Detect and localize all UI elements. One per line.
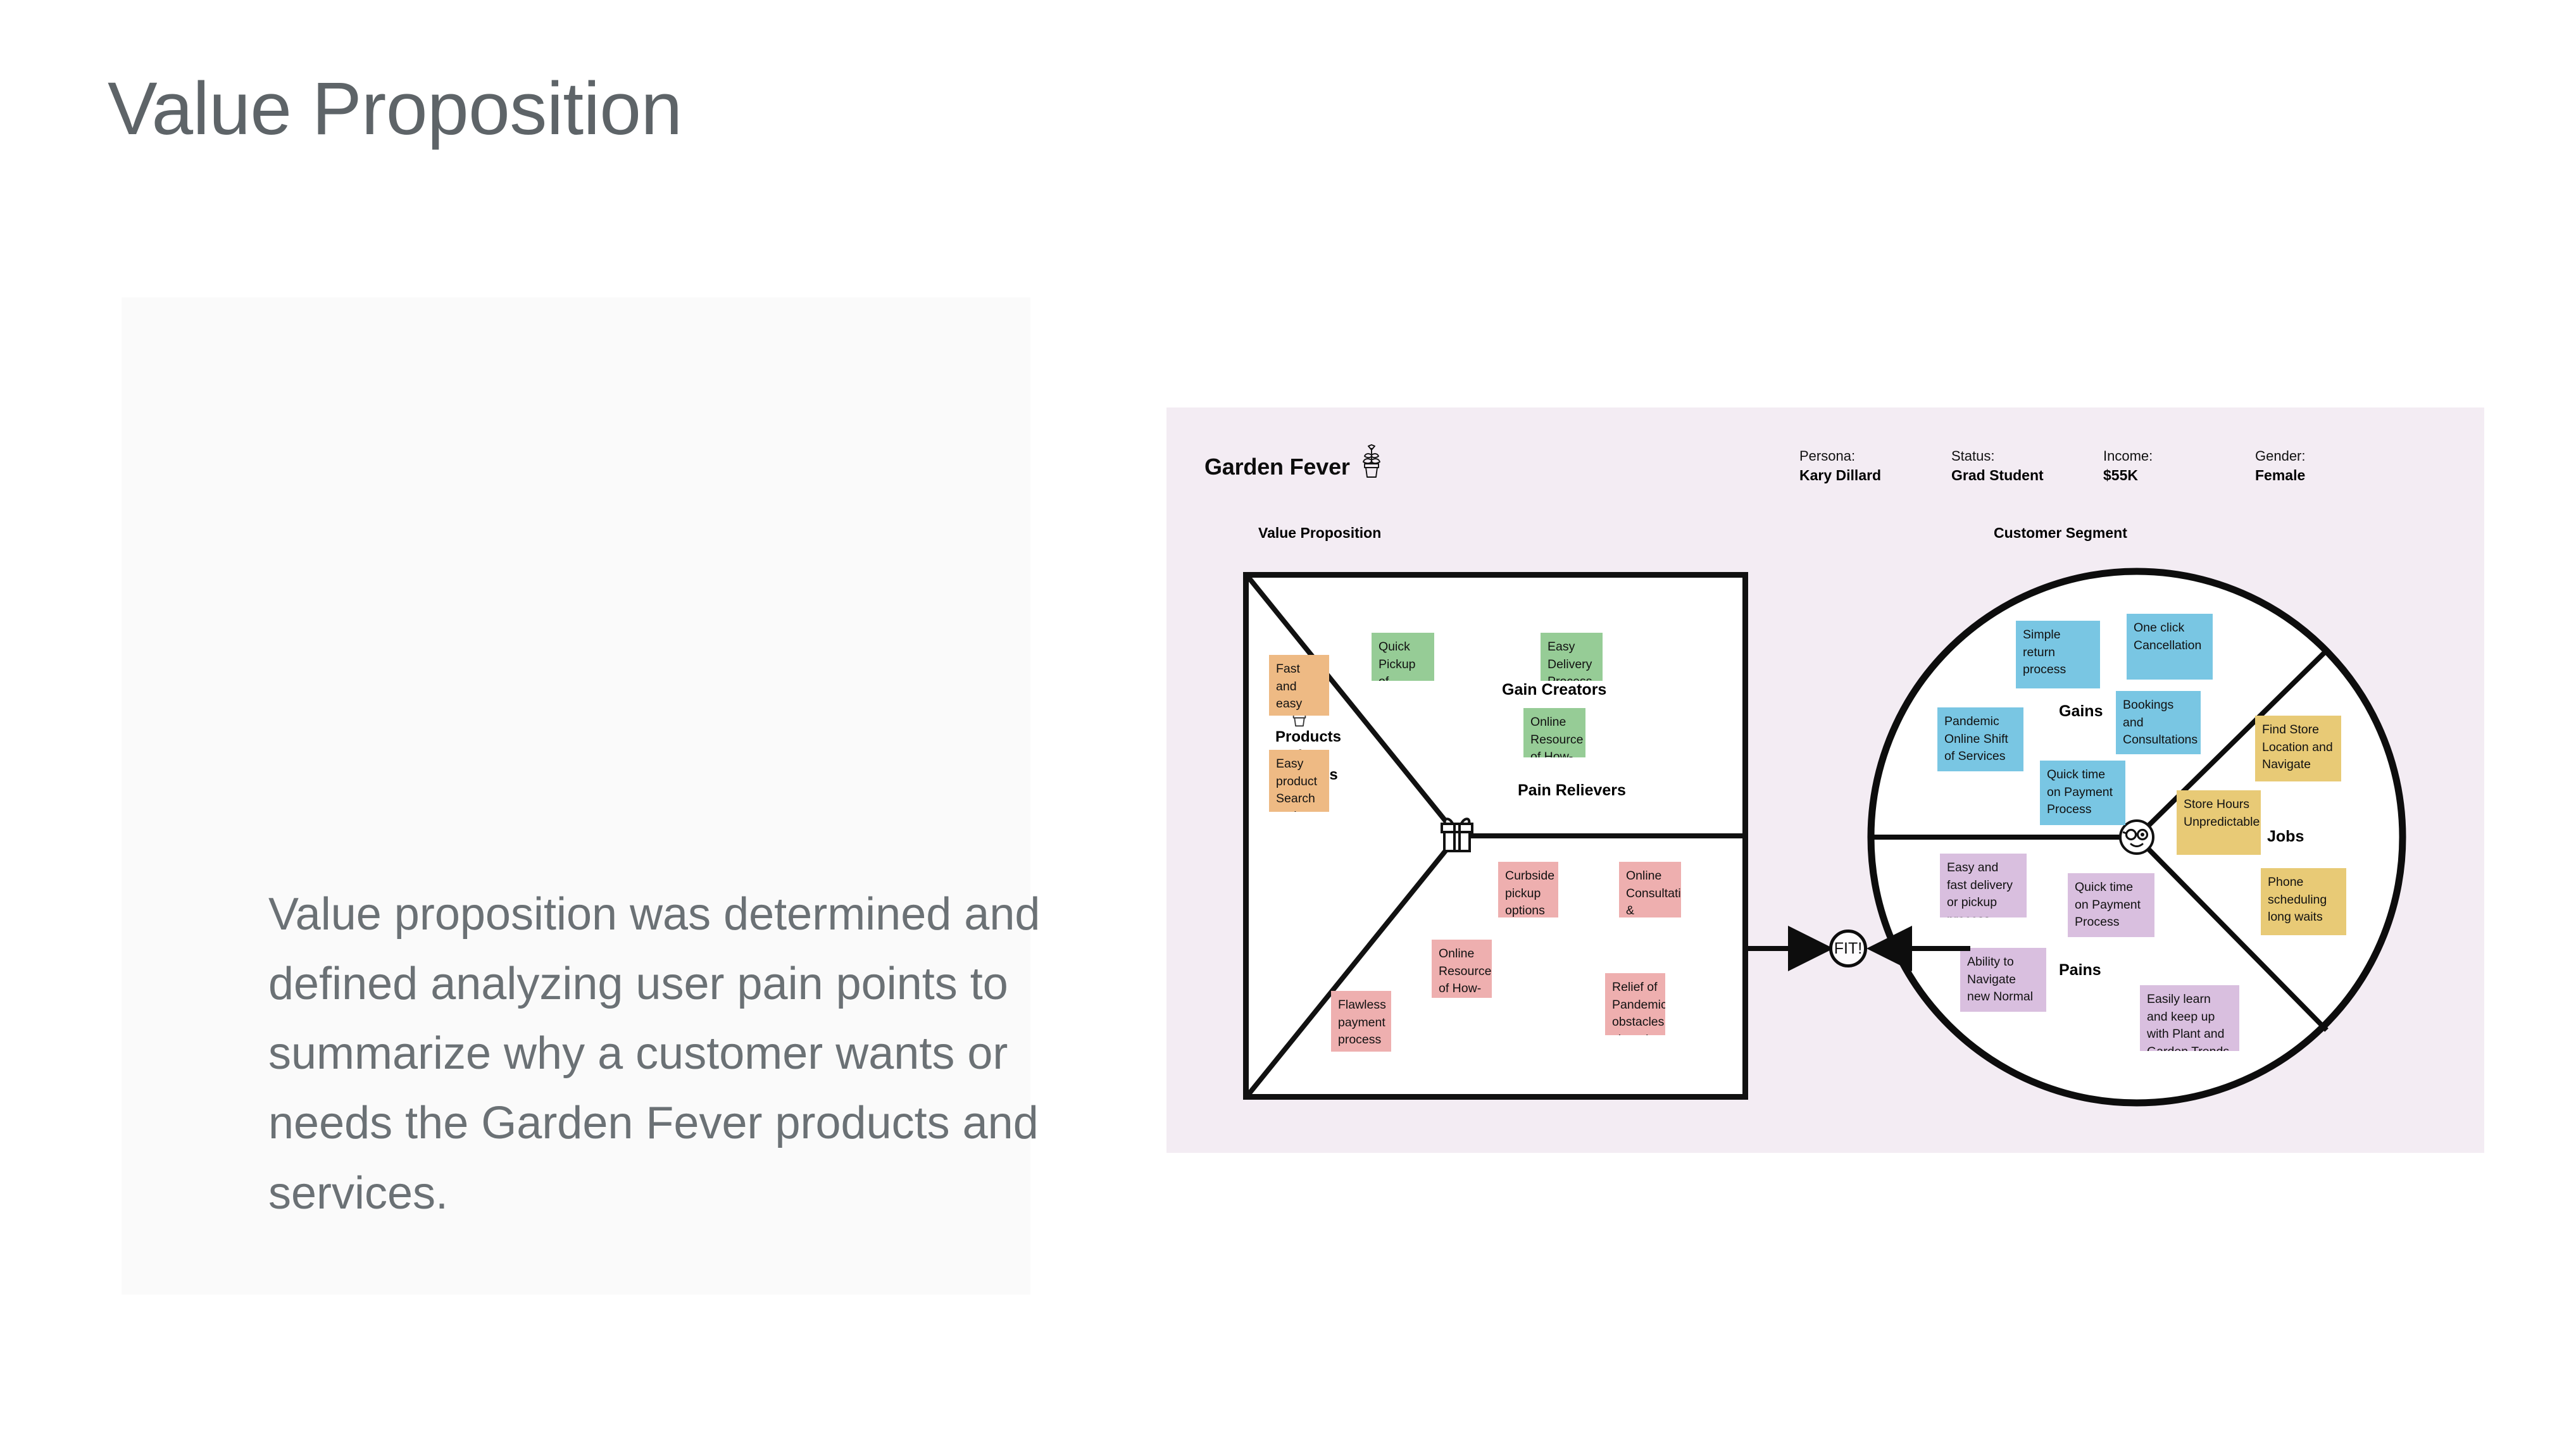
note-gain[interactable]: Simple return process xyxy=(2016,621,2100,688)
note-pain-reliever[interactable]: Online Consultations & Booking xyxy=(1619,862,1681,917)
lead-paragraph: Value proposition was determined and def… xyxy=(268,889,1041,1219)
note-pain[interactable]: Easily learn and keep up with Plant and … xyxy=(2140,985,2239,1051)
meta-label: Status: xyxy=(1951,448,1995,464)
label-pains: Pains xyxy=(2059,961,2101,979)
potted-plant-icon xyxy=(1358,444,1385,478)
note-pain[interactable]: Easy and fast delivery or pickup process xyxy=(1940,854,2027,917)
value-proposition-divider-lines xyxy=(1249,578,1742,1094)
brand-lockup: Garden Fever xyxy=(1204,444,1385,478)
note-gain[interactable]: Quick time on Payment Process xyxy=(2040,761,2125,825)
meta-item-gender: Gender: Female xyxy=(2255,447,2407,485)
meta-label: Income: xyxy=(2103,448,2153,464)
label-gains: Gains xyxy=(2059,702,2103,720)
meta-value: Female xyxy=(2255,466,2306,483)
fit-node: FIT! xyxy=(1829,930,1867,967)
lead-text-panel: Value proposition was determined and def… xyxy=(122,297,1040,1295)
note-job[interactable]: Find Store Location and Navigate xyxy=(2255,716,2341,781)
value-proposition-square: Gain Creators Pain Relievers Products an… xyxy=(1243,572,1748,1100)
note-job[interactable]: Store Hours Unpredictable xyxy=(2177,790,2261,855)
meta-item-income: Income: $55K xyxy=(2103,447,2255,485)
meta-item-persona: Persona: Kary Dillard xyxy=(1799,447,1951,485)
note-pain[interactable]: Ability to Navigate new Normal xyxy=(1960,948,2046,1012)
note-product-service[interactable]: Easy product Search and Payment Process xyxy=(1269,750,1329,812)
smiley-glasses-icon xyxy=(2118,818,2156,856)
note-gain-creator[interactable]: Easy Delivery Process xyxy=(1541,633,1603,681)
label-pain-relievers: Pain Relievers xyxy=(1518,781,1626,799)
caption-customer-segment: Customer Segment xyxy=(1994,525,2127,541)
note-gain[interactable]: One click Cancellation xyxy=(2127,614,2213,680)
note-gain-creator[interactable]: Online Resource of How-to Tips xyxy=(1523,708,1585,757)
note-pain-reliever[interactable]: Online Resource of How-to Tips xyxy=(1432,940,1492,998)
brand-name: Garden Fever xyxy=(1204,454,1350,480)
label-jobs: Jobs xyxy=(2267,828,2304,845)
meta-label: Gender: xyxy=(2255,448,2306,464)
note-pain[interactable]: Quick time on Payment Process xyxy=(2068,873,2154,937)
note-pain-reliever[interactable]: Flawless payment process system xyxy=(1331,991,1391,1052)
value-proposition-canvas: Garden Fever Persona: Kary Dillard xyxy=(1166,407,2484,1153)
meta-value: Grad Student xyxy=(1951,466,2044,483)
customer-segment-circle: Gains Jobs Pains Simple return process O… xyxy=(1867,563,2406,1111)
caption-value-proposition: Value Proposition xyxy=(1258,525,1382,541)
note-product-service[interactable]: Fast and easy mobile app plant / product… xyxy=(1269,655,1329,716)
note-gain-creator[interactable]: Quick Pickup of Products xyxy=(1372,633,1434,681)
meta-label: Persona: xyxy=(1799,448,1856,464)
persona-meta-strip: Persona: Kary Dillard Status: Grad Stude… xyxy=(1799,447,2407,485)
page-title: Value Proposition xyxy=(108,67,682,151)
note-pain-reliever[interactable]: Curbside pickup options xyxy=(1498,862,1558,917)
gift-box-icon xyxy=(1436,811,1478,856)
label-gain-creators: Gain Creators xyxy=(1502,681,1607,699)
note-job[interactable]: Phone scheduling long waits xyxy=(2261,868,2346,935)
meta-item-status: Status: Grad Student xyxy=(1951,447,2103,485)
note-gain[interactable]: Pandemic Online Shift of Services xyxy=(1937,707,2023,771)
meta-value: $55K xyxy=(2103,466,2138,483)
note-pain-reliever[interactable]: Relief of Pandemic obstacles shopping xyxy=(1605,973,1665,1035)
meta-value: Kary Dillard xyxy=(1799,466,1882,483)
note-gain[interactable]: Bookings and Consultations xyxy=(2116,691,2201,754)
